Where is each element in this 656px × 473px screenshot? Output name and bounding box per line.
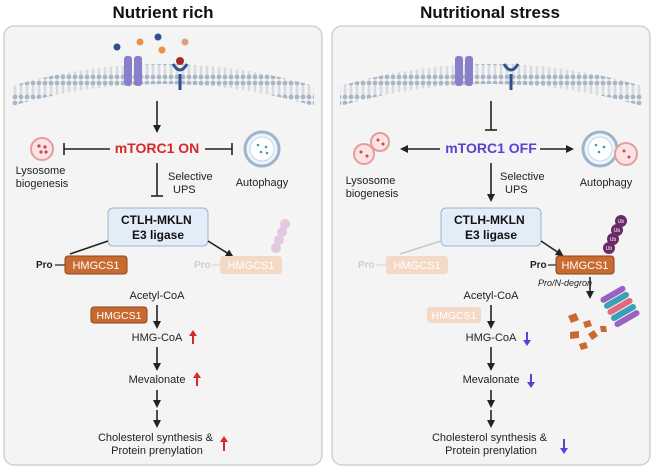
hmgcs1-label: HMGCS1 [72,260,119,272]
pro-label: Pro [530,260,547,271]
acetyl-coa-label: Acetyl-CoA [463,290,519,302]
arrow [540,240,564,257]
ups-label: Selective UPS [168,171,216,196]
membrane-transporter [124,56,142,86]
lysosome-label: Lysosome biogenesis [16,165,69,190]
pro-faded-label: Pro [194,260,211,271]
hmgcs1-faded-box [386,256,448,274]
ubiquitin-chain-faded [271,219,290,253]
autolysosome-icon [581,130,638,168]
ups-label: Selective UPS [500,171,548,196]
up-arrow-icon [189,330,197,344]
membrane [12,64,314,106]
nutrient-dot [181,38,189,46]
autophagy-label: Autophagy [580,177,633,189]
down-arrow-icon [560,439,568,454]
ub-label: Ub [610,237,617,243]
arrow [207,240,234,258]
hmgcs1-faded-box [220,256,282,274]
proteasome-icon [600,285,640,328]
degron-label: Pro/N-degron [538,278,592,288]
ub-label: Ub [618,219,625,225]
ligase-label: CTLH-MKLN E3 ligase [454,213,528,242]
left-panel: Nutrient rich mTORC1 ON [3,3,323,466]
left-panel-title: Nutrient rich [112,3,213,22]
hmg-coa-label: HMG-CoA [466,332,517,344]
nutrient-receptor [171,63,189,90]
hmgcs1-enzyme-box [90,306,148,324]
ubiquitin-chain [603,215,627,254]
nutrient-dot [176,57,184,65]
mevalonate-label: Mevalonate [463,374,520,386]
hmgcs1-faded-label: HMGCS1 [227,260,274,272]
lysosome-label: Lysosome biogenesis [346,175,399,200]
down-arrow-icon [527,374,535,388]
mtorc1-label: mTORC1 OFF [445,140,537,156]
hmgcs1-box [555,255,615,275]
nutrient-dot [154,33,162,41]
ligase-arm [69,240,109,255]
ub-label: Ub [614,228,621,234]
mtorc1-label: mTORC1 ON [115,140,200,156]
hmgcs1-enzyme-faded-label: HMGCS1 [432,310,477,322]
acetyl-coa-label: Acetyl-CoA [129,290,185,302]
ligase-arm [399,240,442,255]
pro-faded-label: Pro [358,260,375,271]
ligase-box [107,207,209,247]
nutrient-dot [158,46,166,54]
hmgcs1-faded-label: HMGCS1 [393,260,440,272]
mevalonate-label: Mevalonate [129,374,186,386]
nutrient-receptor [502,63,520,90]
right-panel: Nutritional stress mTORC1 OFF Lysosome [331,3,651,466]
nutrient-dot [113,43,121,51]
hmgcs1-label: HMGCS1 [561,260,608,272]
cholesterol-label: Cholesterol synthesis & Protein prenylat… [98,432,216,457]
pro-label: Pro [36,260,53,271]
ub-label: Ub [606,246,613,252]
ligase-box [440,207,542,247]
right-panel-title: Nutritional stress [420,3,560,22]
hmgcs1-enzyme-faded-box [427,307,481,323]
cholesterol-label: Cholesterol synthesis & Protein prenylat… [432,432,550,457]
peptide-fragments-icon [568,313,607,350]
lysosome-icon [353,132,390,165]
lysosome-icon [30,137,54,161]
down-arrow-icon [523,332,531,346]
hmgcs1-enzyme-label: HMGCS1 [97,310,142,322]
hmgcs1-box [64,255,128,275]
up-arrow-icon [193,372,201,386]
hmg-coa-label: HMG-CoA [132,332,183,344]
membrane [340,64,642,106]
nutrient-dot [136,38,144,46]
membrane-transporter [455,56,473,86]
ligase-label: CTLH-MKLN E3 ligase [121,213,195,242]
autophagy-label: Autophagy [236,177,289,189]
up-arrow-icon [220,436,228,451]
autophagosome-icon [243,130,281,168]
